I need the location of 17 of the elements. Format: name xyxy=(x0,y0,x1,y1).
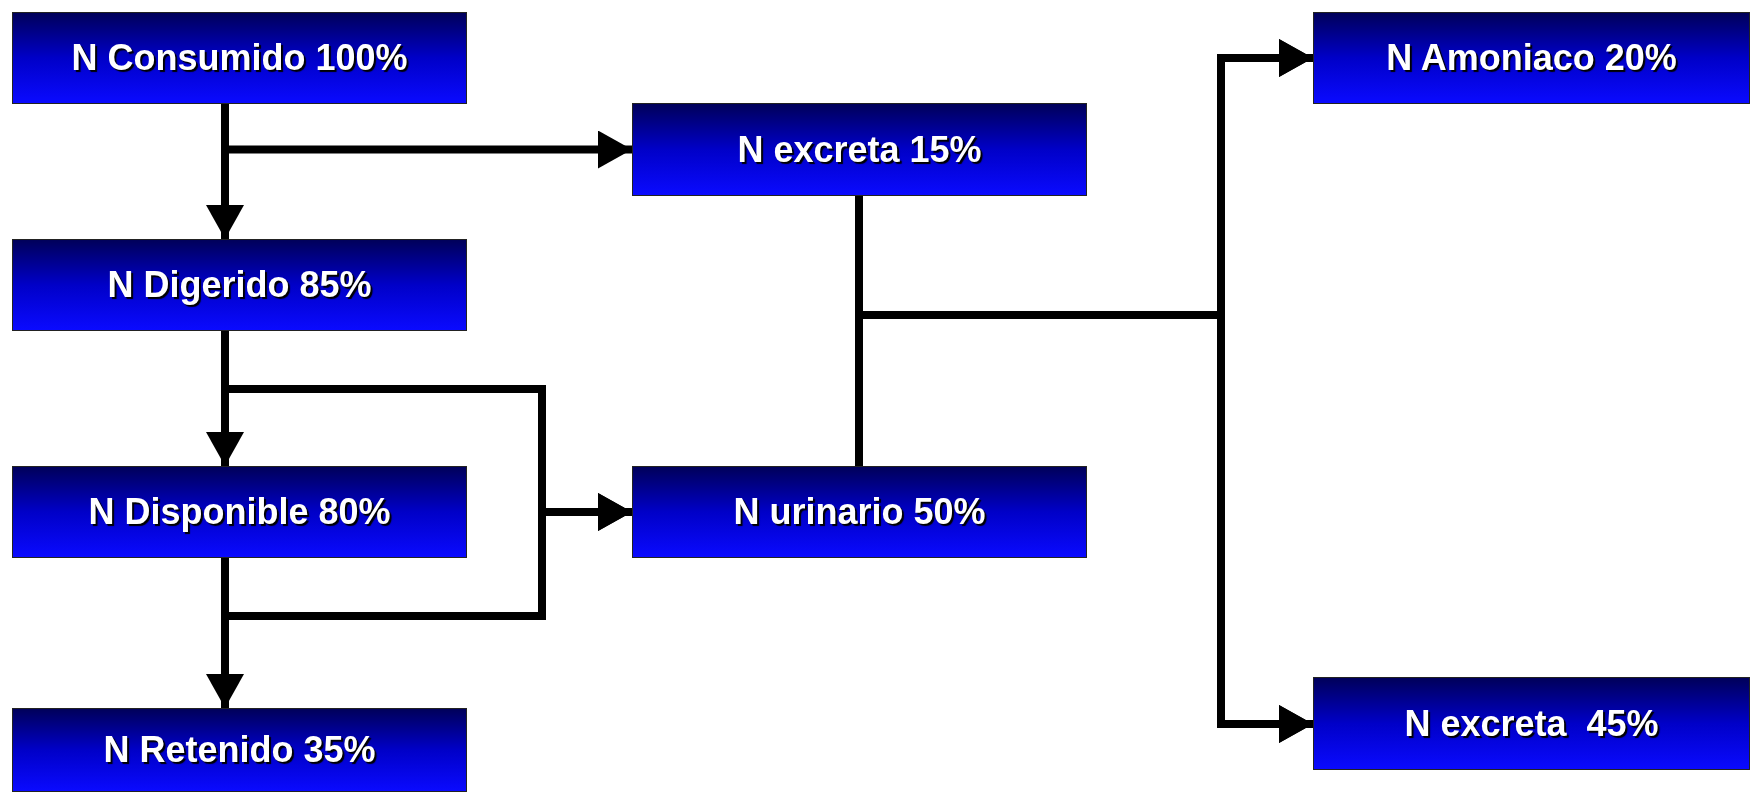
box-label: N excreta 15% xyxy=(737,128,982,171)
box-label: N Consumido 100% xyxy=(71,37,408,79)
box-label: N Retenido 35% xyxy=(103,729,376,771)
box-label: N Digerido 85% xyxy=(107,264,372,306)
box-label: N excreta 45% xyxy=(1404,702,1659,745)
process-box xyxy=(1313,12,1750,104)
process-box xyxy=(12,239,467,331)
box-label: N Disponible 80% xyxy=(88,491,391,533)
process-box xyxy=(12,708,467,792)
box-label: N urinario 50% xyxy=(733,491,986,533)
arrow xyxy=(221,104,632,169)
process-box xyxy=(632,103,1087,196)
box-label: N Amoniaco 20% xyxy=(1386,37,1677,79)
process-box xyxy=(1313,677,1750,770)
process-box xyxy=(632,466,1087,558)
process-box xyxy=(12,466,467,558)
process-box xyxy=(12,12,467,104)
